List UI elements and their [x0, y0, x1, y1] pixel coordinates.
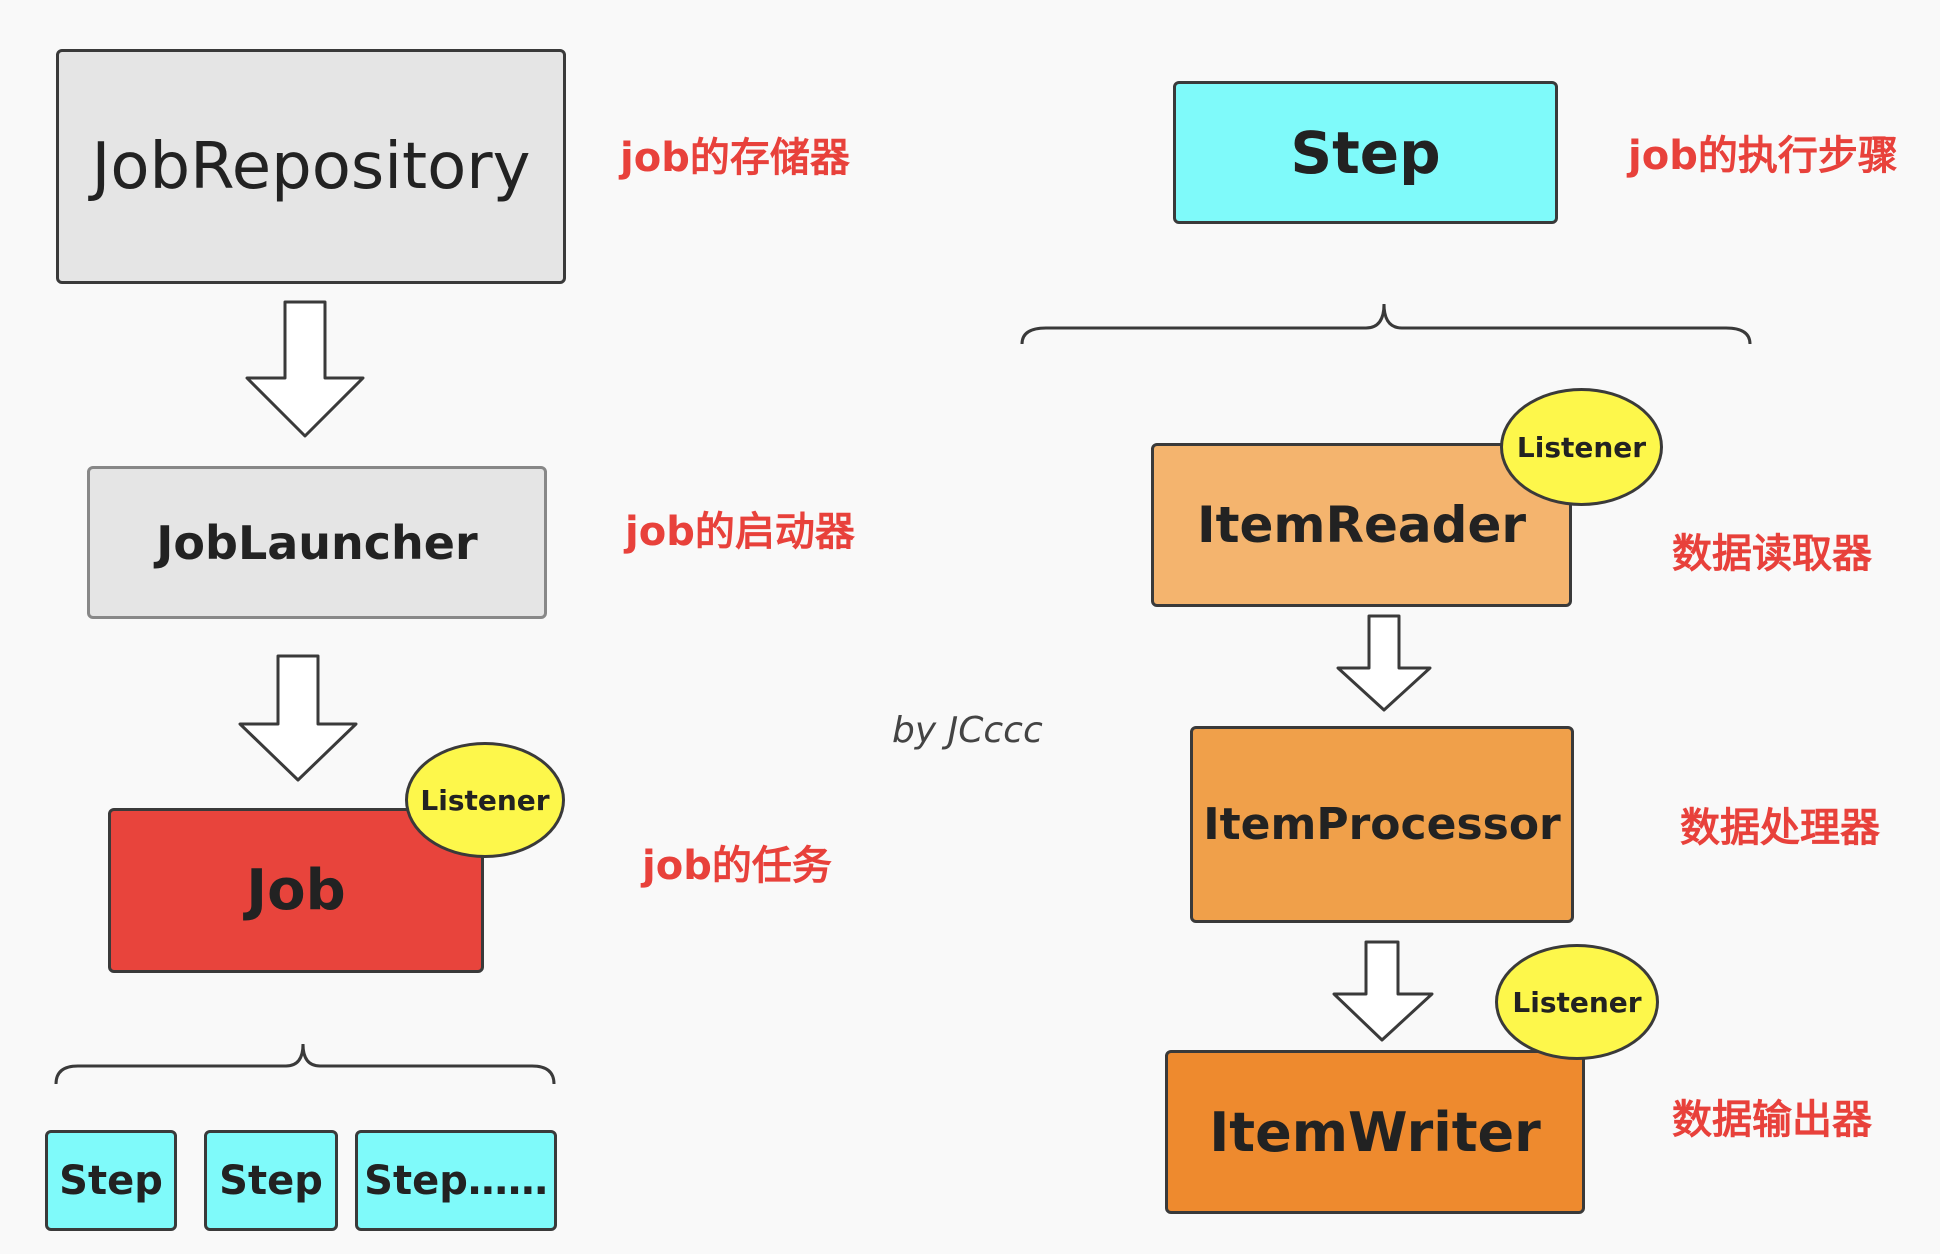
job-note: job的任务 — [642, 843, 832, 889]
job-label: Job — [246, 858, 346, 923]
job-step-box-1: Step — [45, 1130, 177, 1231]
step-note: job的执行步骤 — [1628, 133, 1898, 179]
job-listener-label: Listener — [420, 783, 550, 817]
arrow-down-icon — [245, 300, 365, 438]
item-processor-note: 数据处理器 — [1680, 805, 1880, 851]
job-launcher-box: JobLauncher — [87, 466, 547, 619]
item-writer-listener-label: Listener — [1512, 985, 1642, 1019]
item-reader-listener-label: Listener — [1516, 430, 1647, 464]
arrow-down-icon — [1336, 614, 1432, 712]
step-box: Step — [1173, 81, 1558, 224]
job-step-label-2: Step — [219, 1157, 323, 1204]
job-launcher-note: job的启动器 — [625, 509, 855, 555]
item-reader-box: ItemReader — [1151, 443, 1572, 607]
job-repository-label: JobRepository — [91, 129, 531, 204]
item-writer-label: ItemWriter — [1209, 1100, 1541, 1164]
item-writer-listener-badge: Listener — [1495, 944, 1659, 1060]
author-credit: by JCccc — [892, 710, 1043, 751]
arrow-down-icon — [1332, 940, 1434, 1042]
job-listener-badge: Listener — [405, 742, 565, 858]
item-processor-label: ItemProcessor — [1203, 799, 1561, 850]
arrow-down-icon — [238, 654, 358, 782]
job-step-box-3: Step…… — [355, 1130, 557, 1231]
item-processor-box: ItemProcessor — [1190, 726, 1574, 923]
job-repository-box: JobRepository — [56, 49, 566, 284]
job-step-box-2: Step — [204, 1130, 338, 1231]
item-writer-box: ItemWriter — [1165, 1050, 1585, 1214]
item-reader-note: 数据读取器 — [1672, 531, 1872, 577]
item-reader-label: ItemReader — [1196, 496, 1527, 554]
job-launcher-label: JobLauncher — [156, 515, 478, 570]
job-step-label-3: Step…… — [364, 1157, 548, 1204]
step-label: Step — [1290, 118, 1441, 187]
item-reader-listener-badge: Listener — [1500, 388, 1663, 506]
item-writer-note: 数据输出器 — [1672, 1097, 1872, 1143]
brace-icon — [54, 1043, 556, 1085]
job-step-label-1: Step — [59, 1157, 163, 1204]
brace-icon — [1020, 303, 1752, 345]
job-repository-note: job的存储器 — [620, 135, 850, 181]
